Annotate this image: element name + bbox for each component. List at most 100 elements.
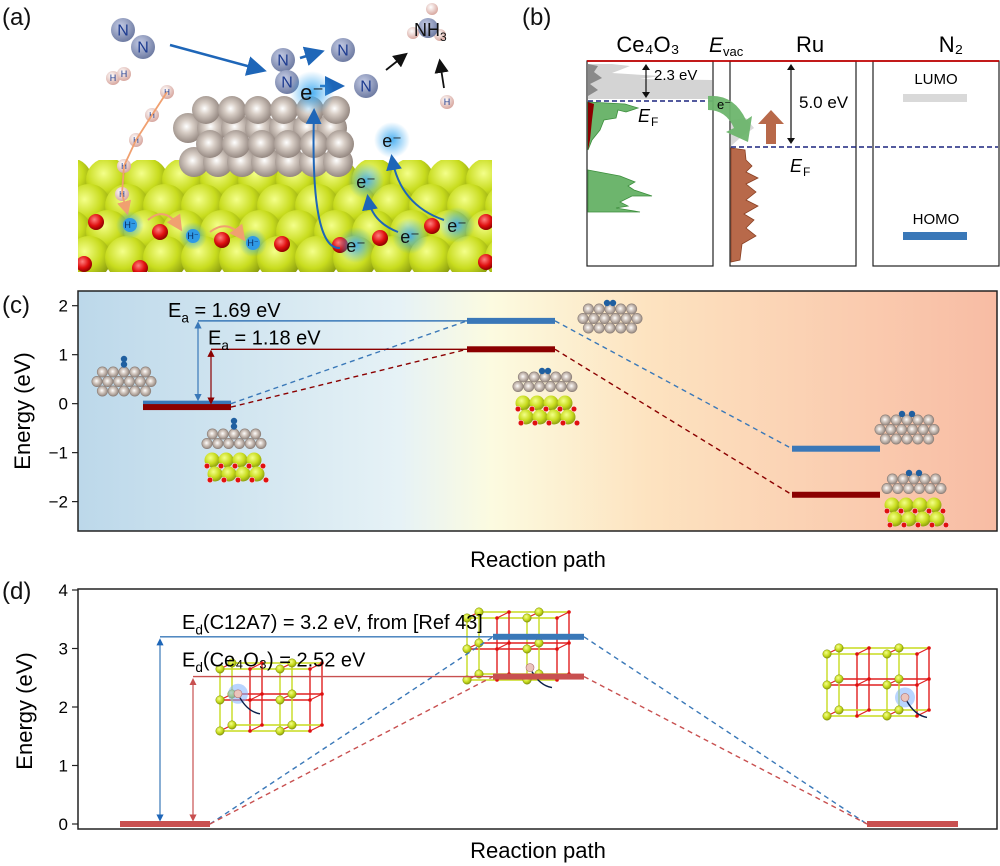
cage-bond <box>916 647 930 655</box>
oxygen-atom <box>925 507 933 515</box>
oxygen-atom <box>320 661 324 665</box>
dissociated-n-atom-label: N <box>337 43 349 60</box>
ru-atom <box>118 366 130 378</box>
oxygen-atom <box>308 667 312 671</box>
ru-ce4o3-structure-inset <box>201 417 270 484</box>
panel-b-energy-diagram: Ce₄O₃ Ru N₂ E vac 2.3 eV E F 5.0 eV E F … <box>586 32 1000 267</box>
cation-atom <box>882 649 892 659</box>
electron-glow <box>392 218 428 254</box>
ru-gap-label: 5.0 eV <box>799 93 849 112</box>
cation-atom <box>534 607 544 617</box>
oxygen-atom <box>883 507 891 515</box>
n-atom <box>538 367 546 375</box>
cage-bond <box>309 693 323 701</box>
cation-atom <box>215 664 225 674</box>
oxygen-atom <box>234 476 242 484</box>
y-tick-label-c: −2 <box>49 493 68 512</box>
oxygen-atom <box>939 507 947 515</box>
ru-atom <box>879 414 891 426</box>
hydride-ion <box>186 229 200 243</box>
ru-atom <box>102 376 114 388</box>
oxygen-atom <box>320 723 324 727</box>
ce4o3-ce-f-dos <box>588 102 594 150</box>
ru-atom <box>239 428 251 440</box>
ru-atom <box>107 366 119 378</box>
ru-ef-label: E F <box>790 156 810 179</box>
n-atom <box>120 361 128 368</box>
y-tick-label-d: 1 <box>59 757 68 776</box>
ru-atom <box>593 303 605 315</box>
ru-atom <box>599 312 611 324</box>
dissociated-n-atom <box>331 38 355 62</box>
panel-d-label: (d) <box>2 578 32 605</box>
ru-atom <box>233 438 245 450</box>
energy-level-ru-0 <box>143 400 231 407</box>
charge-transfer-up-arrow-icon <box>758 110 784 144</box>
cation-atom <box>834 674 844 684</box>
ru-atom <box>631 312 643 324</box>
ru-atom <box>903 483 915 495</box>
adsorbed-n-atom-label: N <box>277 53 289 70</box>
oxygen-atom <box>927 708 931 712</box>
cation-atom <box>287 658 297 668</box>
ru-atom <box>908 473 920 485</box>
n2-atom <box>111 18 135 42</box>
ru-atom <box>582 322 594 334</box>
oxygen-atom <box>567 641 571 645</box>
homo-label: HOMO <box>913 211 960 228</box>
oxygen-atom <box>556 405 564 413</box>
oxygen-atom <box>203 462 211 470</box>
ru-atom <box>604 322 616 334</box>
cage-structure-inset <box>462 607 571 689</box>
oxygen-atom <box>245 462 253 470</box>
cage-bond <box>496 642 510 650</box>
connector-ru <box>230 320 468 405</box>
hydride-ion <box>123 218 137 232</box>
ru-atom <box>201 438 213 450</box>
cage-bond <box>249 662 263 670</box>
ru-atom <box>897 473 909 485</box>
cation-atom <box>215 695 225 705</box>
column-title-ce4o3: Ce₄O₃ <box>616 32 679 57</box>
ru-atom <box>626 322 638 334</box>
y-tick-label-c: −1 <box>49 444 68 463</box>
ru-atom <box>228 428 240 440</box>
ru-atom <box>935 483 947 495</box>
barrier-annotation-ru: Ea = 1.69 eV <box>168 300 281 326</box>
n2-atom-label: N <box>117 23 129 40</box>
y-axis-label-c: Energy (eV) <box>10 352 35 469</box>
oxygen-atom <box>517 419 525 427</box>
cage-bond <box>556 642 570 650</box>
ru-atom <box>582 303 594 315</box>
ru-atom <box>566 381 578 393</box>
cation-atom <box>462 613 472 623</box>
ru-atom <box>223 438 235 450</box>
connector-ce4o3 <box>209 675 494 825</box>
oxygen-atom <box>911 507 919 515</box>
ru-atom <box>923 414 935 426</box>
hydride-migration-arrow-icon <box>239 697 261 715</box>
ru-atom <box>255 438 267 450</box>
cation-atom <box>275 726 285 736</box>
cation-atom <box>534 638 544 648</box>
adsorbed-n-atom <box>271 48 295 72</box>
oxygen-atom <box>507 641 511 645</box>
cation-atom <box>882 680 892 690</box>
energy-level-ru-ce4o3-1 <box>467 346 555 353</box>
h2-atom-label: H <box>121 69 128 79</box>
cation-atom <box>275 664 285 674</box>
dissociation-arrow-icon <box>299 46 325 66</box>
cation-atom <box>822 649 832 659</box>
cation-atom <box>227 720 237 730</box>
ru-cluster <box>173 96 354 177</box>
h2-atom <box>117 67 131 81</box>
ru-atom <box>919 473 931 485</box>
ru-atom <box>96 366 108 378</box>
n-atom <box>609 299 617 307</box>
ru-atom <box>620 312 632 324</box>
energy-level-ru-2 <box>792 445 880 452</box>
y-tick-label-d: 4 <box>59 581 68 600</box>
ru-atom <box>615 322 627 334</box>
